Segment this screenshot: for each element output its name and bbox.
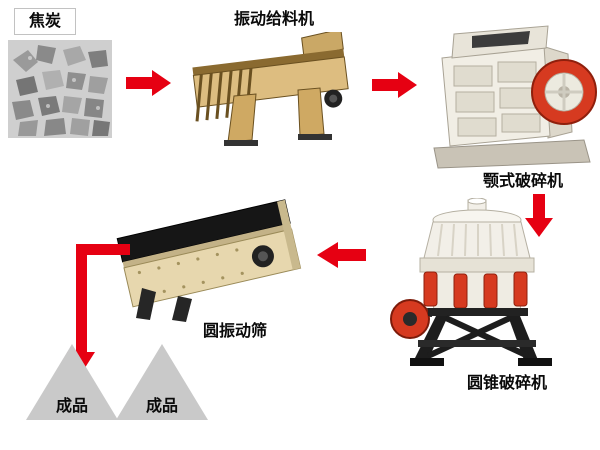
- product-label-1: 成品: [55, 398, 88, 415]
- hydraulic-cylinders-icon: [423, 271, 528, 309]
- flow-arrow-right-1: [126, 70, 171, 96]
- feeder-label: 振动给料机: [234, 11, 315, 28]
- flywheel-icon: [531, 59, 597, 125]
- pulley-wheel-icon: [390, 299, 430, 339]
- feeder-body: [192, 32, 349, 122]
- product-triangle-icon: [26, 344, 118, 420]
- jaw-crusher-label: 颚式破碎机: [478, 170, 569, 194]
- flow-arrow-left: [317, 242, 366, 268]
- crusher-inlet-icon: [472, 31, 530, 48]
- cone-crusher-illustration: [390, 198, 552, 366]
- cone-crusher-label: 圆锥破碎机: [462, 372, 553, 396]
- flow-arrow-elbow-down: [67, 244, 130, 374]
- vibrating-screen-illustration: [116, 199, 302, 322]
- product-pile-2: 成品: [114, 342, 210, 422]
- vibrating-screen-label: 圆振动筛: [198, 320, 273, 344]
- frame-panels-icon: [453, 61, 541, 137]
- product-pile-1: 成品: [24, 342, 120, 422]
- product-label-2: 成品: [145, 398, 178, 415]
- coke-label: 焦炭: [14, 8, 77, 36]
- bowl-ribs-icon: [437, 223, 518, 257]
- vibrating-feeder-illustration: [192, 32, 349, 146]
- flow-arrow-right-2: [372, 72, 417, 98]
- flow-arrow-down: [525, 194, 553, 237]
- coke-pile-photo: [8, 40, 112, 138]
- product-triangle-icon: [116, 344, 208, 420]
- support-frame-icon: [410, 308, 552, 366]
- jaw-crusher-illustration: [433, 25, 597, 169]
